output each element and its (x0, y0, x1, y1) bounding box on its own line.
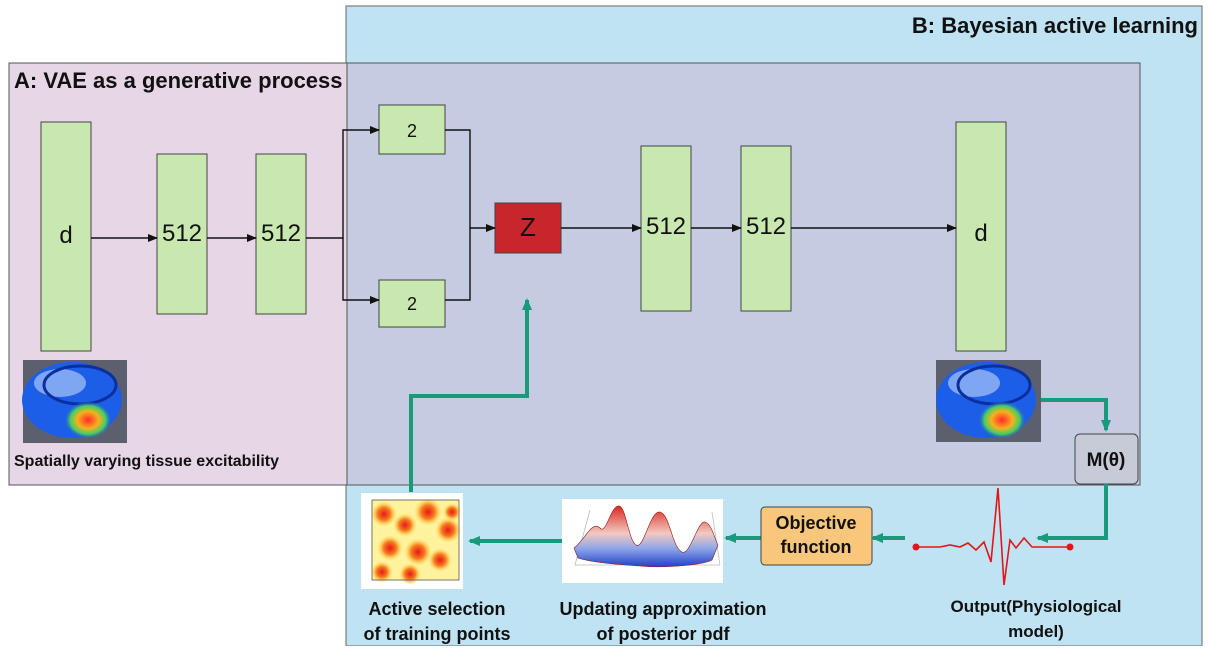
objective-function-label-line1: Objective (775, 513, 856, 533)
encoder-layer-1-box (156, 153, 208, 315)
input-layer-label: d (59, 222, 72, 249)
network-arrows (91, 126, 957, 304)
output-layer-label: d (974, 220, 987, 247)
variance-layer-label: 2 (407, 294, 417, 314)
selection-caption-line2: of training points (364, 624, 511, 644)
mean-layer-label: 2 (407, 121, 417, 141)
latent-z-label: Z (520, 212, 536, 242)
decoder-layer-2-label: 512 (746, 213, 786, 240)
output-layer-box (955, 121, 1007, 352)
output-heart-image (936, 360, 1041, 442)
bayesian-panel-title: B: Bayesian active learning (912, 13, 1198, 38)
objective-function-box (760, 506, 873, 566)
decoder-layer-1-label: 512 (646, 213, 686, 240)
encoder-layer-2-box (255, 153, 307, 315)
decoder-layer-1-box (640, 145, 692, 312)
posterior-surface-plot (562, 499, 723, 583)
ecg-signal (916, 487, 1070, 586)
posterior-caption-line2: of posterior pdf (597, 624, 731, 644)
physiological-model-label: M(θ) (1087, 450, 1126, 471)
ecg-start-dot (912, 543, 920, 551)
objective-function-label-line2: function (781, 537, 852, 557)
encoder-layer-2-label: 512 (261, 220, 301, 247)
training-point-heatmap (361, 493, 463, 589)
selection-caption-line1: Active selection (368, 599, 505, 619)
active-learning-arrows (409, 298, 1111, 546)
variance-layer-box (378, 279, 446, 328)
input-caption: Spatially varying tissue excitability (14, 453, 279, 470)
encoder-layer-1-label: 512 (162, 220, 202, 247)
vae-panel-title: A: VAE as a generative process (14, 68, 343, 93)
output-caption-line2: model) (1008, 622, 1064, 641)
output-caption-line1: Output(Physiological (951, 597, 1122, 616)
ecg-end-dot (1066, 543, 1074, 551)
decoder-layer-2-box (740, 145, 792, 312)
input-layer-box (40, 121, 92, 352)
posterior-caption-line1: Updating approximation (560, 599, 767, 619)
input-heart-image (22, 360, 127, 443)
